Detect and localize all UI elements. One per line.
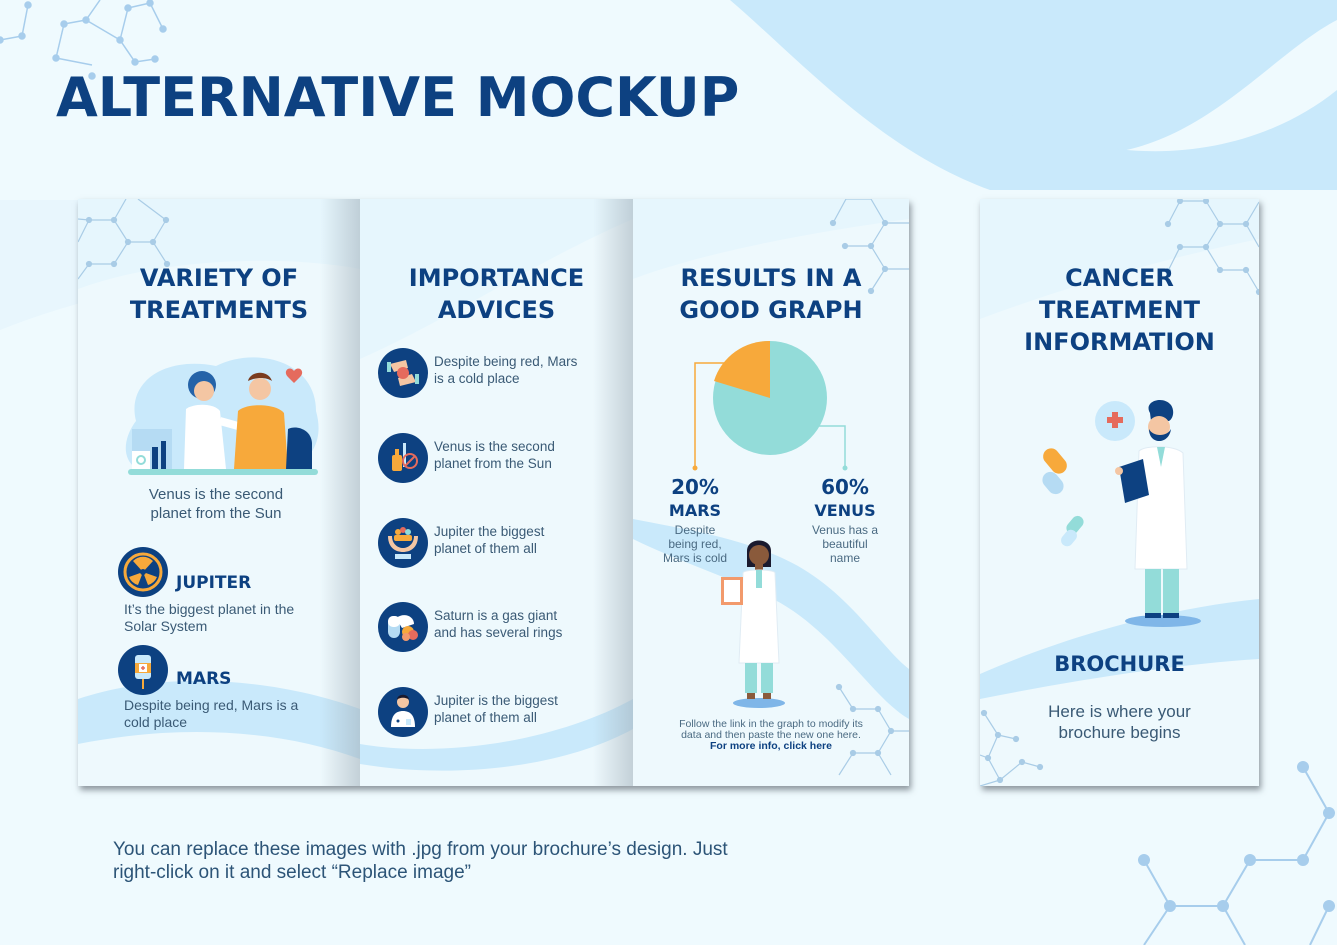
panel-results-graph: RESULTS IN A GOOD GRAPH 20% MARS Despite… [633,199,909,786]
no-smoking-alcohol-icon [378,433,428,483]
pie-chart[interactable] [633,334,909,474]
cover-subtitle: BROCHURE [1054,652,1185,676]
pills-icon [378,602,428,652]
female-doctor-illustration [721,540,785,708]
brochure-inside-mockup[interactable]: VARIETY OF TREATMENTS Venus is the secon… [78,199,909,786]
advice-item: Despite being red, Mars is a cold place [378,348,618,400]
stat-pct-venus: 60% [821,475,869,499]
panel-importance-advices: IMPORTANCE ADVICES Despite being red, Ma… [360,199,633,786]
iv-bag-icon [118,645,168,695]
item-title-jupiter: JUPITER [176,573,252,593]
replace-image-instructions: You can replace these images with .jpg f… [113,839,728,883]
panel-title-line2: GOOD GRAPH [679,296,863,324]
pie-slice-mars [714,340,770,398]
stat-name-mars: MARS [668,501,722,520]
more-info-link[interactable]: For more info, click here [710,740,832,752]
stat-pct-mars: 20% [671,475,719,499]
doctor-icon [378,687,428,737]
stat-desc-venus: Venus has a beautiful name [811,523,879,565]
hands-heart-icon [378,348,428,398]
panel-variety-of-treatments: VARIETY OF TREATMENTS Venus is the secon… [78,199,360,786]
panel-title-line2: TREATMENTS [129,296,309,324]
cover-tagline: Here is where your brochure begins [1048,702,1191,742]
stat-name-venus: VENUS [814,501,876,520]
radiation-icon [118,547,168,597]
advice-item: Jupiter is the biggest planet of them al… [378,687,618,739]
item-desc-mars: Despite being red, Mars is a cold place [124,697,299,730]
stat-desc-mars: Despite being red, Mars is cold [662,523,727,565]
follow-link-note: Follow the link in the graph to modify i… [653,719,889,752]
bearded-doctor-illustration [1042,399,1201,627]
panel-title-line2: ADVICES [437,296,556,324]
item-title-mars: MARS [176,669,232,689]
panel-background [360,199,633,771]
advice-item: Venus is the second planet from the Sun [378,433,618,485]
panel-title-line1: RESULTS IN A [680,264,862,292]
advice-item: Saturn is a gas giant and has several ri… [378,602,618,654]
cover-title-line2: TREATMENT [1038,296,1201,324]
page-title: ALTERNATIVE MOCKUP [56,66,740,129]
cover-title-line1: CANCER [1065,264,1174,292]
illustration-caption: Venus is the second planet from the Sun [148,486,284,522]
panel-background [78,199,360,759]
panel-title-line1: VARIETY OF [139,264,299,292]
cover-title-line3: INFORMATION [1024,328,1215,356]
panel-title-line1: IMPORTANCE [408,264,585,292]
hands-care-icon [378,518,428,568]
advice-item: Jupiter the biggest planet of them all [378,518,618,570]
item-desc-jupiter: It’s the biggest planet in the Solar Sys… [124,601,295,634]
brochure-cover-mockup[interactable]: CANCER TREATMENT INFORMATION BROCHURE He… [980,199,1259,786]
doctor-patient-illustration [125,357,319,475]
